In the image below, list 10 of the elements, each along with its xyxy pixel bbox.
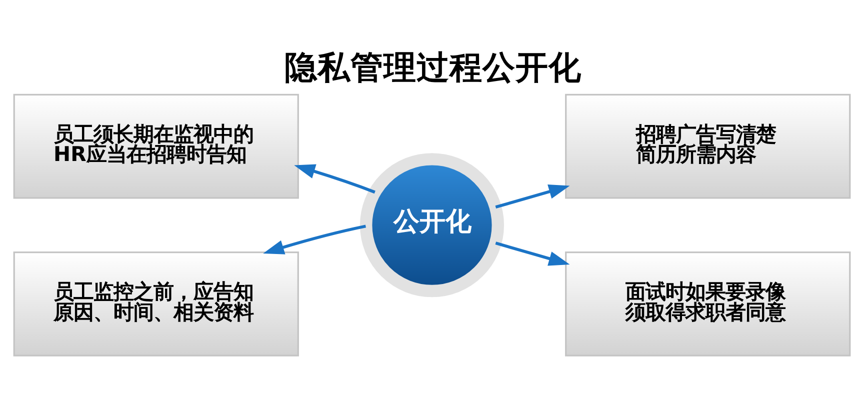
node-box: 员工须长期在监视中的HR应当在招聘时告知 — [13, 94, 299, 199]
arrow — [294, 164, 376, 194]
node-box: 招聘广告写清楚简历所需内容 — [565, 94, 851, 199]
diagram-title: 隐私管理过程公开化 — [284, 48, 582, 87]
node-circle: 公开化 — [360, 153, 504, 298]
arrow — [263, 224, 366, 254]
node-box: 员工监控之前，应告知原因、时间、相关资料 — [13, 251, 299, 356]
node-box: 面试时如果要录像须取得求职者同意 — [565, 251, 851, 356]
arrow — [495, 242, 570, 266]
arrow — [495, 184, 570, 209]
